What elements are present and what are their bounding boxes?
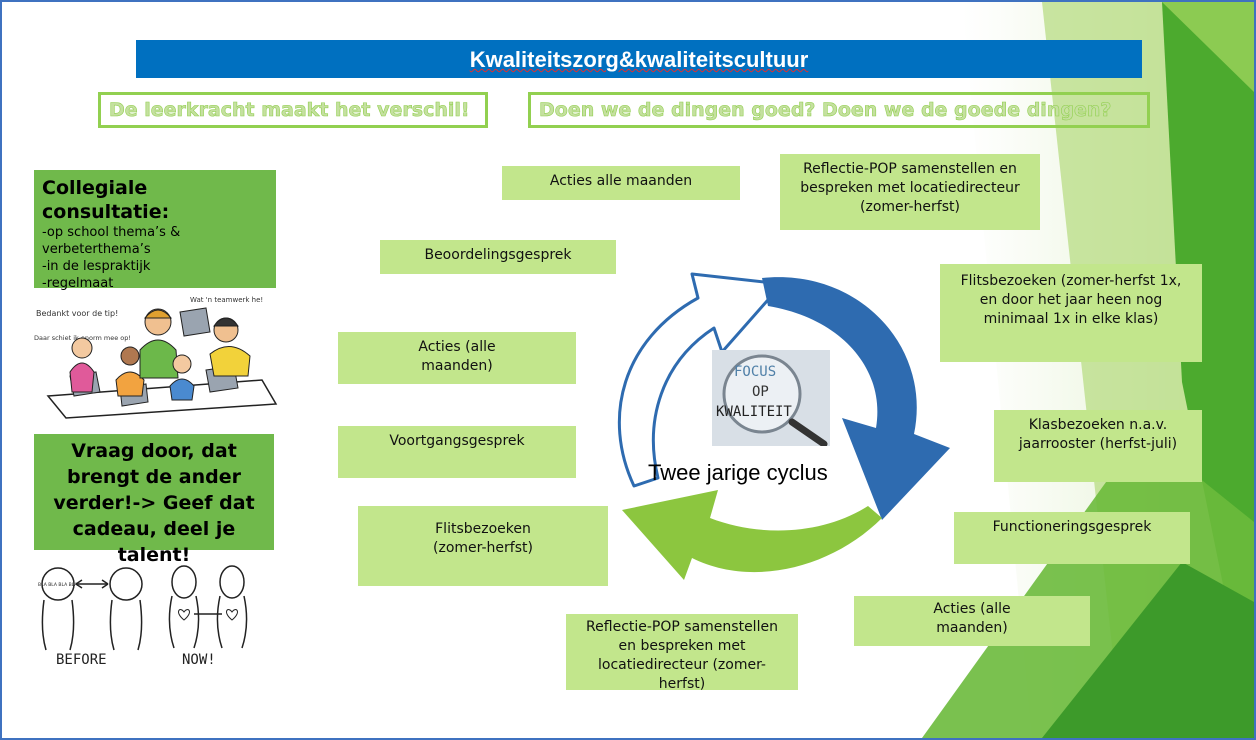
person-head-icon — [120, 346, 140, 366]
arrow-head-icon — [75, 579, 109, 589]
magnifier-lens — [722, 354, 802, 434]
laptop-icon — [179, 307, 211, 337]
magnifier-icon: FOCUS OP KWALITEIT — [716, 354, 828, 448]
collegiale-line: verbeterthema’s — [42, 242, 151, 257]
box-beoordelingsgesprek: Beoordelingsgesprek — [380, 240, 616, 274]
box-functioneringsgesprek: Functioneringsgesprek — [954, 512, 1190, 564]
subtitle-right: Doen we de dingen goed? Doen we de goede… — [528, 92, 1150, 128]
person-body-icon — [209, 346, 251, 377]
before-now-cartoon: BLA BLA BLA BLA BEFORE NOW! — [38, 565, 248, 668]
collegiale-line: -op school thema’s & — [42, 225, 181, 240]
magnifier-handle — [788, 418, 828, 448]
collegiale-consultatie-panel: Collegiale consultatie: -op school thema… — [34, 170, 276, 291]
cartoon-bubble-3: Wat 'n teamwerk he! — [190, 296, 263, 304]
bla-text: BLA BLA BLA BLA — [38, 582, 78, 588]
heart-icon — [226, 609, 238, 621]
before-label: BEFORE — [56, 652, 107, 668]
box-acties-left: Acties (alle maanden) — [338, 332, 576, 384]
collegiale-line: -regelmaat — [42, 276, 114, 291]
body-outline-icon — [41, 599, 143, 651]
subtitle-left: De leerkracht maakt het verschil! — [98, 92, 488, 128]
head-icon — [219, 565, 245, 599]
person-hair-icon — [143, 309, 173, 319]
logo-line-3: KWALITEIT — [716, 404, 792, 420]
box-reflectie-bottom: Reflectie-POP samenstellen en bespreken … — [566, 614, 798, 692]
box-voortgangsgesprek: Voortgangsgesprek — [338, 426, 576, 478]
cycle-arrow-blue — [762, 277, 950, 520]
box-flitsbezoeken-left: Flitsbezoeken (zomer-herfst) — [358, 506, 608, 586]
head-icon — [41, 567, 75, 601]
box-reflectie-top: Reflectie-POP samenstellen en bespreken … — [780, 154, 1040, 230]
person-hair-icon — [212, 317, 240, 327]
cycle-diagram — [617, 272, 950, 580]
box-acties-bottom-right: Acties (alle maanden) — [854, 596, 1090, 646]
collaboration-cartoon: Bedankt voor de tip! Daar schiet ik enor… — [34, 296, 278, 419]
person-body-icon — [169, 378, 195, 401]
head-icon — [171, 565, 197, 599]
logo-line-2: OP — [752, 384, 769, 400]
logo-line-1: FOCUS — [734, 364, 776, 380]
person-body-icon — [69, 362, 95, 393]
collegiale-heading: Collegiale consultatie: — [42, 177, 170, 223]
head-icon — [109, 567, 143, 601]
person-head-icon — [172, 354, 192, 374]
cycle-arrow-green — [622, 490, 882, 580]
focus-op-kwaliteit-logo: FOCUS OP KWALITEIT — [712, 350, 830, 448]
box-flitsbezoeken-right: Flitsbezoeken (zomer-herfst 1x, en door … — [940, 264, 1202, 362]
bg-shape-top-right — [1162, 2, 1254, 92]
collegiale-line: -in de lespraktijk — [42, 259, 151, 274]
box-klasbezoeken: Klasbezoeken n.a.v. jaarrooster (herfst-… — [994, 410, 1202, 482]
bg-shape-bottom — [1042, 562, 1254, 738]
person-body-icon — [139, 339, 179, 379]
heart-icon — [178, 609, 190, 621]
vraag-door-text: Vraag door, dat brengt de ander verder!-… — [53, 440, 255, 566]
cycle-arrow-outline — [617, 272, 784, 488]
cartoon-bubble-1: Bedankt voor de tip! — [36, 309, 118, 318]
box-acties-alle-maanden-top: Acties alle maanden — [502, 166, 740, 200]
person-head-icon — [71, 337, 93, 359]
body-outline-icon — [168, 595, 248, 649]
person-body-icon — [115, 371, 145, 397]
page-title: Kwaliteitszorg&kwaliteitscultuur — [136, 40, 1142, 78]
now-label: NOW! — [182, 652, 216, 668]
vraag-door-panel: Vraag door, dat brengt de ander verder!-… — [34, 434, 274, 566]
cycle-label: Twee jarige cyclus — [648, 460, 828, 485]
